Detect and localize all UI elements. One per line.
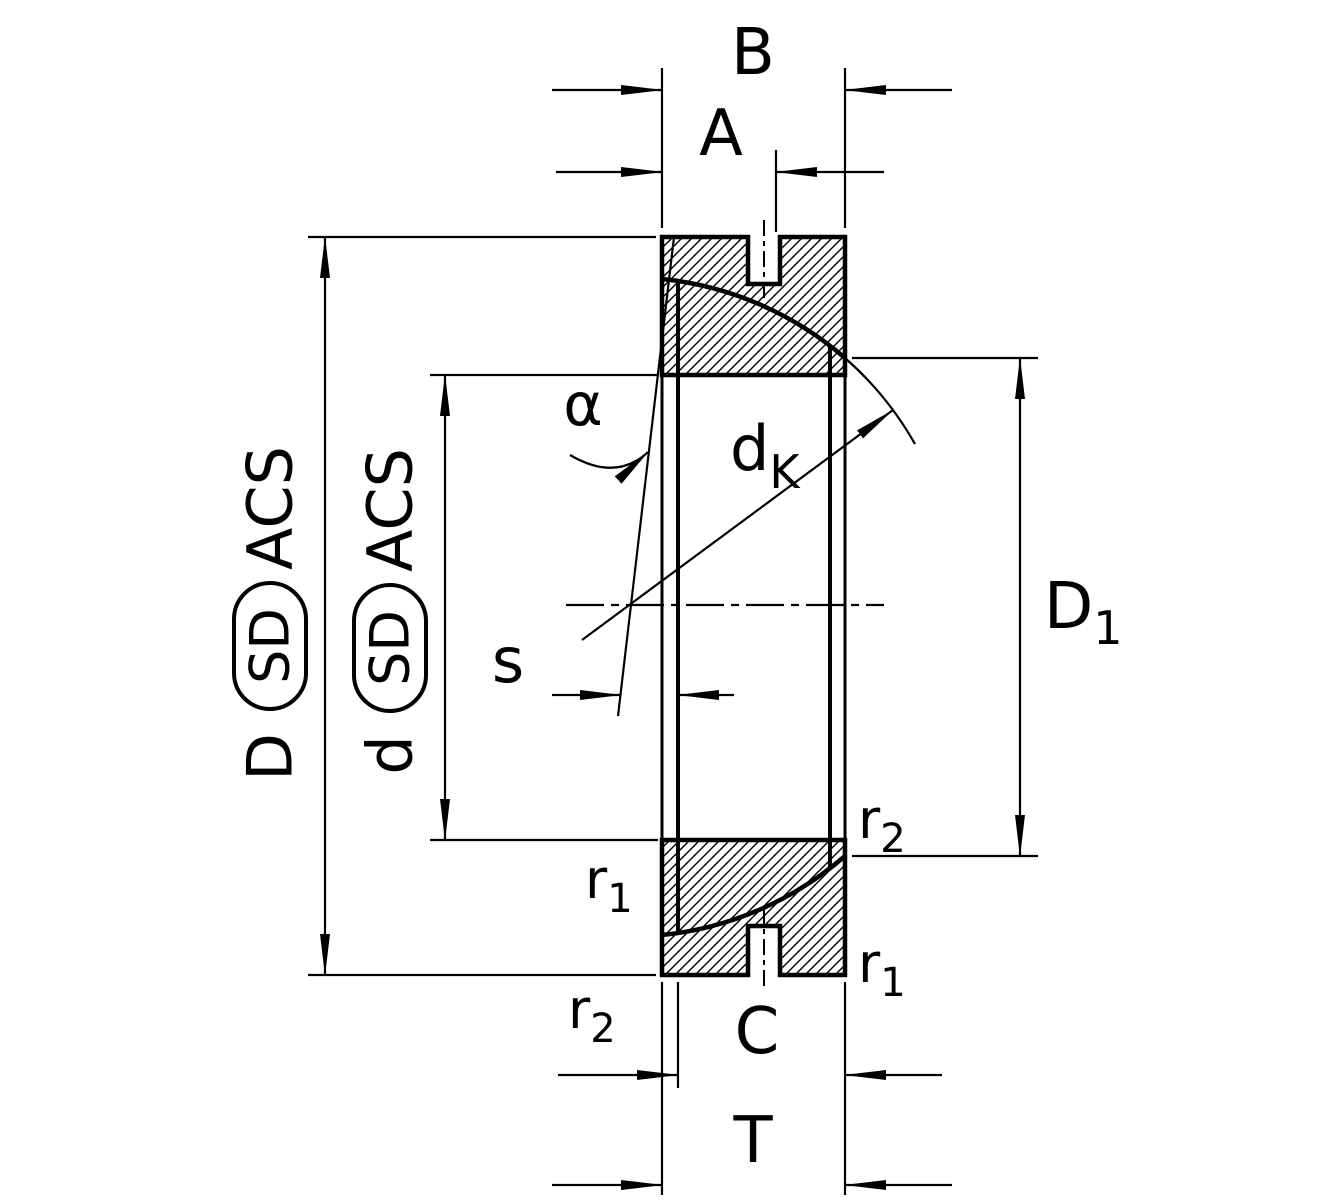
tolerance-stadium [232,581,308,711]
label-D-class: ACS [234,446,307,570]
dimension-C: C [558,982,942,1195]
dimension-alpha: α [563,370,649,484]
label-D1: D1 [1044,570,1123,655]
top-ring-section [659,234,848,378]
tolerance-stadium [352,583,428,713]
dimension-d: d SD ACS [352,373,658,842]
label-d-class: ACS [354,448,427,572]
label-C: C [735,995,780,1069]
sphere-surface-bottom [661,854,847,938]
label-B: B [731,16,775,90]
chamfer-labels: r1 r2 r1 r2 [568,788,906,1052]
sphere-construction-arc [844,357,916,445]
label-s: s [492,624,524,697]
label-d: d [354,735,427,774]
label-D: D [234,733,307,781]
label-d-tolerance: SD [359,610,422,686]
label-r2-right: r2 [858,788,906,862]
label-d-group: d SD ACS [352,448,428,775]
label-alpha: α [563,370,603,440]
dimension-D: D SD ACS [232,235,656,977]
label-dK: dK [730,412,801,499]
label-D-group: D SD ACS [232,446,308,781]
sphere-surface-top [661,276,847,360]
contact-angle-line [616,236,676,717]
dimension-D1: D1 [852,356,1123,858]
bearing-cross-section [566,220,916,990]
label-T: T [732,1104,773,1178]
label-A: A [699,97,743,171]
dimension-dK: dK [581,409,894,641]
dimension-T: T [552,982,952,1195]
dimension-B: B [552,16,952,228]
label-r1-right: r1 [858,932,906,1006]
label-r1-left: r1 [585,848,633,922]
dimension-A: A [556,97,884,232]
leader-line [581,409,894,641]
bottom-ring-section [659,837,848,978]
label-r2-left: r2 [568,978,616,1052]
label-D-tolerance: SD [239,608,302,684]
leader-arc [569,451,649,484]
dimension-s: s [492,624,734,700]
